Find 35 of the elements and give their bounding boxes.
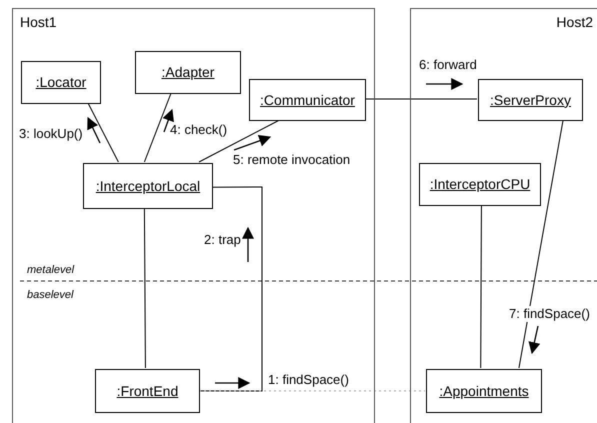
edge-label: 3: lookUp() (18, 126, 84, 142)
host-frame (12, 8, 375, 423)
object-box (426, 369, 542, 413)
link-line (198, 186, 262, 392)
host-title: Host2 (556, 13, 593, 32)
object-box (478, 79, 583, 121)
link-line (144, 92, 172, 162)
object-box (21, 61, 101, 104)
level-label: baselevel (27, 288, 74, 303)
object-name: :Locator (36, 73, 86, 92)
object-box (249, 79, 366, 121)
object-name: :Adapter (162, 63, 214, 82)
object-name: :InterceptorCPU (430, 175, 530, 194)
link-line (88, 102, 119, 162)
object-box (135, 51, 241, 94)
object-name: :FrontEnd (116, 382, 178, 400)
object-name: :Communicator (260, 90, 355, 110)
object-name: :Appointments (439, 382, 529, 401)
edge-label: 7: findSpace() (508, 306, 591, 322)
link-line (198, 120, 280, 162)
host-title: Host1 (20, 13, 57, 32)
dotted-link (198, 390, 426, 392)
level-label: metalevel (27, 263, 74, 278)
object-name: :InterceptorLocal (96, 176, 200, 196)
object-box (419, 163, 541, 206)
link-line (518, 120, 564, 368)
object-box (83, 163, 213, 209)
edge-label: 1: findSpace() (267, 372, 350, 388)
object-box (95, 369, 200, 413)
link-line (364, 98, 478, 100)
edge-label: 2: trap (203, 232, 242, 248)
link-line (480, 204, 482, 368)
link-line (144, 208, 146, 368)
edge-label: 4: check() (169, 122, 228, 138)
object-name: :ServerProxy (490, 90, 571, 110)
